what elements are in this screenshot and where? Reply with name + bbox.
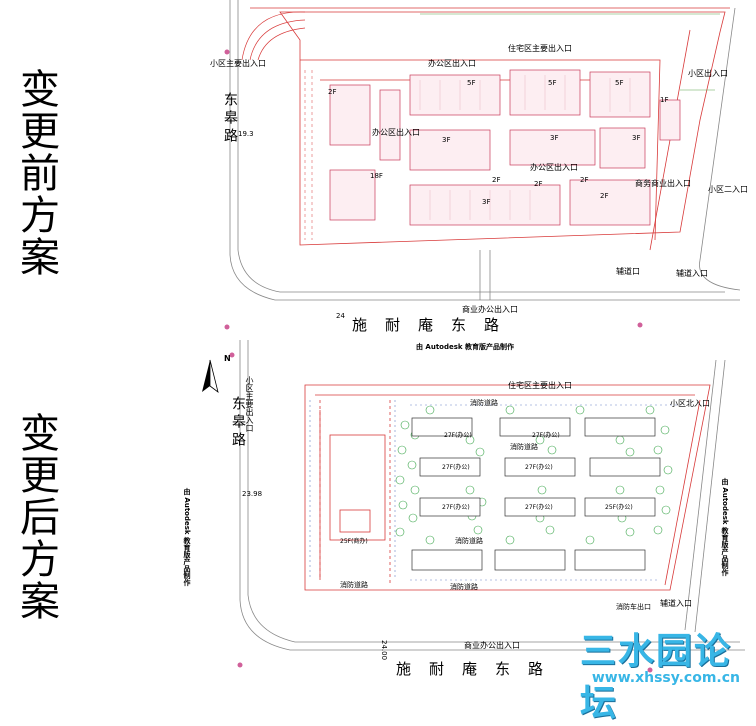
before-floor-label: 2F bbox=[328, 88, 337, 96]
building-label: 27F(办公) bbox=[525, 464, 553, 471]
before-road-west-label: 东皋路 bbox=[222, 92, 238, 146]
before-road-south-label: 施耐庵东路 bbox=[352, 316, 518, 334]
building-label: 25F(商办) bbox=[340, 538, 368, 545]
building-label: 27F(办公) bbox=[444, 432, 472, 439]
before-scheme-label: 变更前方案 bbox=[13, 68, 59, 278]
building-label: 27F(办公) bbox=[525, 504, 553, 511]
after-dimension-label: 23.98 bbox=[242, 490, 263, 498]
before-floor-label: 2F bbox=[580, 176, 589, 184]
autodesk-watermark-left: 由 Autodesk 教育版产品制作 bbox=[183, 488, 191, 587]
before-floor-label: 3F bbox=[482, 198, 491, 206]
before-floor-label: 5F bbox=[615, 79, 624, 87]
before-site-plan: 东皋路 施耐庵东路 19.3 24 住宅区主要出入口 小区主要出入口 小区出入口… bbox=[180, 0, 756, 340]
building-label: 25F(办公) bbox=[605, 504, 633, 511]
before-floor-label: 5F bbox=[467, 79, 476, 87]
before-floor-label: 18F bbox=[370, 172, 383, 180]
before-commercial-office-entrance: 商业办公出入口 bbox=[462, 305, 518, 314]
before-plan-drawing bbox=[224, 0, 741, 330]
before-community-secondary-entrance: 小区二入口 bbox=[708, 185, 748, 194]
fire-road-label: 消防道路 bbox=[450, 583, 478, 591]
before-aux-entrance-1: 辅道口 bbox=[616, 267, 640, 276]
building-label: 27F(办公) bbox=[442, 504, 470, 511]
north-label: N bbox=[224, 354, 231, 363]
after-scheme-label: 变更后方案 bbox=[13, 412, 59, 622]
after-aux-entrance: 辅道入口 bbox=[660, 599, 692, 608]
after-dimension-south-label: 24.00 bbox=[380, 640, 388, 661]
fire-road-label: 消防道路 bbox=[510, 443, 538, 451]
before-dimension-label: 19.3 bbox=[238, 130, 254, 138]
after-community-north-entrance: 小区北入口 bbox=[670, 399, 710, 408]
after-road-west-label: 东皋路 bbox=[230, 396, 246, 450]
before-floor-label: 3F bbox=[632, 134, 641, 142]
before-community-main-entrance: 小区主要出入口 bbox=[210, 59, 266, 68]
fire-entry-label: 消防车出口 bbox=[616, 603, 651, 611]
autodesk-watermark-top: 由 Autodesk 教育版产品制作 bbox=[416, 343, 515, 351]
before-floor-label: 2F bbox=[492, 176, 501, 184]
north-arrow-icon bbox=[202, 359, 219, 393]
before-residential-main-entrance: 住宅区主要出入口 bbox=[508, 44, 572, 53]
before-commercial-entrance: 商务商业出入口 bbox=[635, 179, 691, 188]
before-dimension-south-label: 24 bbox=[336, 312, 345, 320]
after-road-south-label: 施耐庵东路 bbox=[396, 660, 562, 678]
before-floor-label: 3F bbox=[442, 136, 451, 144]
before-aux-entrance-2: 辅道入口 bbox=[676, 269, 708, 278]
before-floor-label: 5F bbox=[548, 79, 557, 87]
fire-road-label: 消防道路 bbox=[340, 581, 368, 589]
after-residential-main-entrance: 住宅区主要出入口 bbox=[508, 381, 572, 390]
after-community-main-entrance: 小区主要出入口 bbox=[245, 376, 254, 432]
building-label: 27F(办公) bbox=[532, 432, 560, 439]
before-floor-label: 2F bbox=[534, 180, 543, 188]
after-commercial-office-entrance: 商业办公出入口 bbox=[464, 641, 520, 650]
building-label: 27F(办公) bbox=[442, 464, 470, 471]
before-floor-label: 3F bbox=[550, 134, 559, 142]
before-office-entrance-1: 办公区出入口 bbox=[428, 59, 476, 68]
after-site-plan: N 由 Autodesk 教育版产品制作 由 Autodesk 教育版产品制作 … bbox=[180, 340, 756, 688]
before-office-entrance-3: 办公区出入口 bbox=[530, 163, 578, 172]
after-plan-drawing bbox=[202, 340, 745, 673]
before-office-entrance-2: 办公区出入口 bbox=[372, 128, 420, 137]
fire-road-label: 消防道路 bbox=[470, 399, 498, 407]
before-community-north-entrance: 小区出入口 bbox=[688, 69, 728, 78]
before-floor-label: 1F bbox=[660, 96, 669, 104]
fire-road-label: 消防道路 bbox=[455, 537, 483, 545]
forum-watermark: 三水园论坛 www.xhssy.com.cn bbox=[580, 622, 750, 724]
forum-watermark-url: www.xhssy.com.cn bbox=[591, 670, 740, 686]
before-floor-label: 2F bbox=[600, 192, 609, 200]
autodesk-watermark-right: 由 Autodesk 教育版产品制作 bbox=[721, 478, 729, 577]
